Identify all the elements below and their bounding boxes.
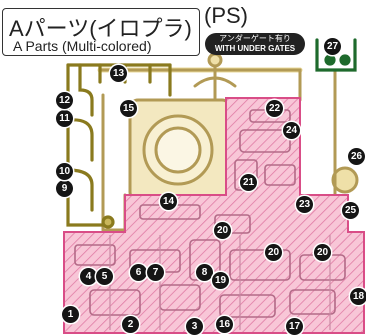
title-english: A Parts (Multi-colored) <box>13 38 152 54</box>
part-number-badge: 22 <box>266 100 283 117</box>
title-japanese: Aパーツ(イロプラ) <box>9 16 192 41</box>
title-box: Aパーツ(イロプラ) A Parts (Multi-colored) <box>2 8 200 56</box>
part-number-badge: 1 <box>62 306 79 323</box>
olive-runner <box>66 63 172 229</box>
part-number-badge: 6 <box>130 264 147 281</box>
part-number-badge: 14 <box>160 193 177 210</box>
part-number-badge: 20 <box>314 244 331 261</box>
part-number-badge: 21 <box>240 174 257 191</box>
part-number-badge: 10 <box>56 163 73 180</box>
part-number-badge: 27 <box>324 38 341 55</box>
part-number-badge: 18 <box>350 288 366 305</box>
part-number-badge: 24 <box>283 122 300 139</box>
part-number-badge: 4 <box>80 268 97 285</box>
green-runner <box>315 38 357 72</box>
part-number-badge: 5 <box>96 268 113 285</box>
part-number-badge: 7 <box>147 264 164 281</box>
part-number-badge: 13 <box>110 65 127 82</box>
part-number-badge: 25 <box>342 202 359 219</box>
part-number-badge: 11 <box>56 110 73 127</box>
material-label: (PS) <box>204 3 248 28</box>
part-number-badge: 17 <box>286 318 303 335</box>
under-gate-badge: アンダーゲート有り WITH UNDER GATES <box>205 33 305 55</box>
part-number-badge: 20 <box>265 244 282 261</box>
part-number-badge: 8 <box>196 264 213 281</box>
part-number-badge: 3 <box>186 318 203 335</box>
part-number-badge: 20 <box>214 222 231 239</box>
part-number-badge: 16 <box>216 316 233 333</box>
part-number-badge: 15 <box>120 100 137 117</box>
part-number-badge: 26 <box>348 148 365 165</box>
part-number-badge: 23 <box>296 196 313 213</box>
gate-note-japanese: アンダーゲート有り <box>219 34 291 43</box>
gate-note-english: WITH UNDER GATES <box>214 44 296 53</box>
part-number-badge: 12 <box>56 92 73 109</box>
part-number-badge: 2 <box>122 316 139 333</box>
part-number-badge: 9 <box>56 180 73 197</box>
part-number-badge: 19 <box>212 272 229 289</box>
